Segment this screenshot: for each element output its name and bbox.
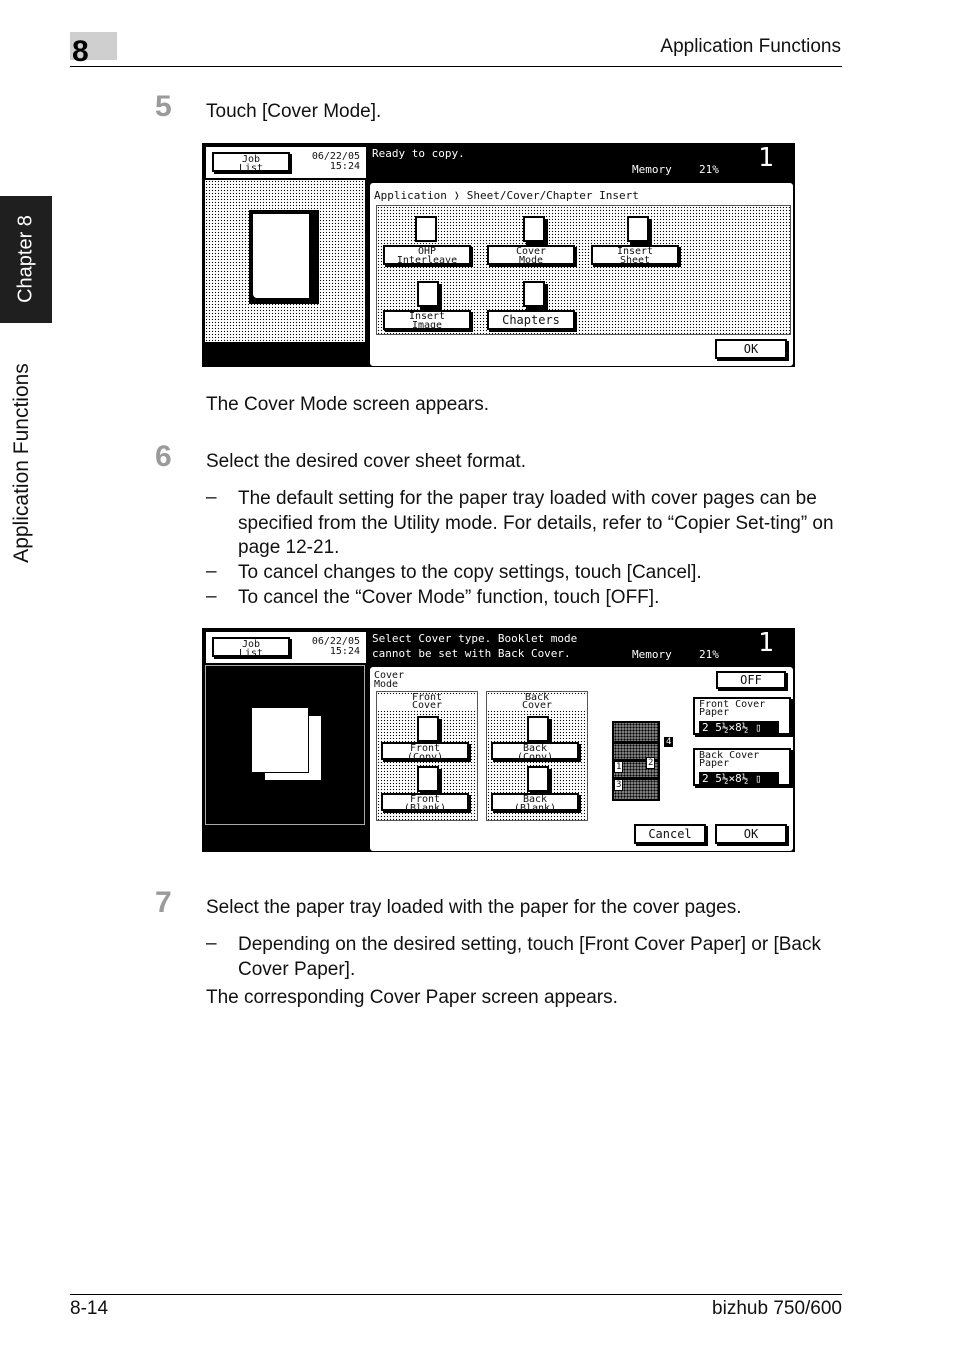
- front-copy-button[interactable]: Front(Copy): [381, 742, 469, 763]
- back-copy-button[interactable]: Back(Copy): [491, 742, 579, 763]
- front-cover-paper-size: 2 5½×8½ ▯: [699, 721, 779, 734]
- chapters-icon: [523, 281, 545, 307]
- ok-button[interactable]: OK: [715, 824, 787, 844]
- tray-mark-4: 4: [664, 737, 674, 747]
- back-cover-paper-size: 2 5½×8½ ▯: [699, 772, 779, 785]
- step-number-7: 7: [155, 886, 172, 919]
- chapter-tab-label: Chapter 8: [14, 215, 37, 303]
- application-panel: Application ❭ Sheet/Cover/Chapter Insert…: [369, 182, 794, 367]
- step-7-text: Select the paper tray loaded with the pa…: [206, 897, 742, 918]
- bullet-dash: –: [206, 487, 217, 508]
- step-5-text: Touch [Cover Mode].: [206, 101, 382, 122]
- cover-mode-icon: [523, 216, 545, 242]
- page-number: 8-14: [70, 1298, 109, 1319]
- preview-document: [253, 214, 309, 298]
- cancel-button[interactable]: Cancel: [634, 824, 706, 844]
- step-6-bullet-1: The default setting for the paper tray l…: [238, 488, 834, 558]
- chapter-number-box: [70, 32, 117, 60]
- bullet-dash: –: [206, 561, 217, 582]
- tray-mark-2: 2: [646, 757, 656, 769]
- status-message: Ready to copy.: [372, 147, 465, 160]
- bullet-dash: –: [206, 933, 217, 954]
- portrait-paper-icon: ▯: [755, 772, 762, 785]
- back-copy-icon: [527, 716, 549, 742]
- step-7-result: The corresponding Cover Paper screen app…: [206, 987, 618, 1008]
- ok-button[interactable]: OK: [715, 339, 787, 359]
- step-7-bullet-1: Depending on the desired setting, touch …: [238, 934, 821, 980]
- back-blank-button[interactable]: Back(Blank): [491, 793, 579, 814]
- memory-label: Memory: [632, 163, 672, 176]
- chapter-number: 8: [72, 35, 89, 68]
- copy-preview: [205, 665, 365, 825]
- tray-mark-1: 1: [614, 761, 624, 773]
- step-number-6: 6: [155, 440, 172, 473]
- tray-mark-3: 3: [614, 779, 624, 791]
- ohp-interleave-icon: [415, 216, 437, 242]
- chapter-tab: [0, 196, 52, 323]
- off-button[interactable]: OFF: [716, 671, 786, 689]
- memory-label: Memory: [632, 648, 672, 661]
- step-6-bullet-3: To cancel the “Cover Mode” function, tou…: [238, 587, 660, 608]
- insert-sheet-icon: [627, 216, 649, 242]
- front-copy-icon: [417, 716, 439, 742]
- front-blank-button[interactable]: Front(Blank): [381, 793, 469, 814]
- insert-image-icon: [417, 281, 439, 307]
- copy-count: 1: [758, 628, 774, 658]
- preview-front-page: [251, 707, 309, 773]
- header-title: Application Functions: [660, 36, 841, 57]
- header-rule: [70, 66, 842, 67]
- chapters-button[interactable]: Chapters: [487, 310, 575, 330]
- product-name: bizhub 750/600: [712, 1298, 842, 1319]
- copy-preview: [205, 180, 365, 342]
- memory-value: 21%: [699, 648, 719, 661]
- section-tab-label: Application Functions: [10, 363, 33, 563]
- step-6-text: Select the desired cover sheet format.: [206, 451, 526, 472]
- footer-rule: [70, 1294, 842, 1295]
- front-blank-icon: [417, 766, 439, 792]
- back-blank-icon: [527, 766, 549, 792]
- portrait-paper-icon: ▯: [755, 721, 762, 734]
- copy-count: 1: [758, 143, 774, 173]
- step-number-5: 5: [155, 90, 172, 123]
- memory-value: 21%: [699, 163, 719, 176]
- step-6-bullet-2: To cancel changes to the copy settings, …: [238, 562, 702, 583]
- bullet-dash: –: [206, 586, 217, 607]
- breadcrumb: Application ❭ Sheet/Cover/Chapter Insert: [374, 189, 639, 202]
- screen1-caption: The Cover Mode screen appears.: [206, 394, 490, 415]
